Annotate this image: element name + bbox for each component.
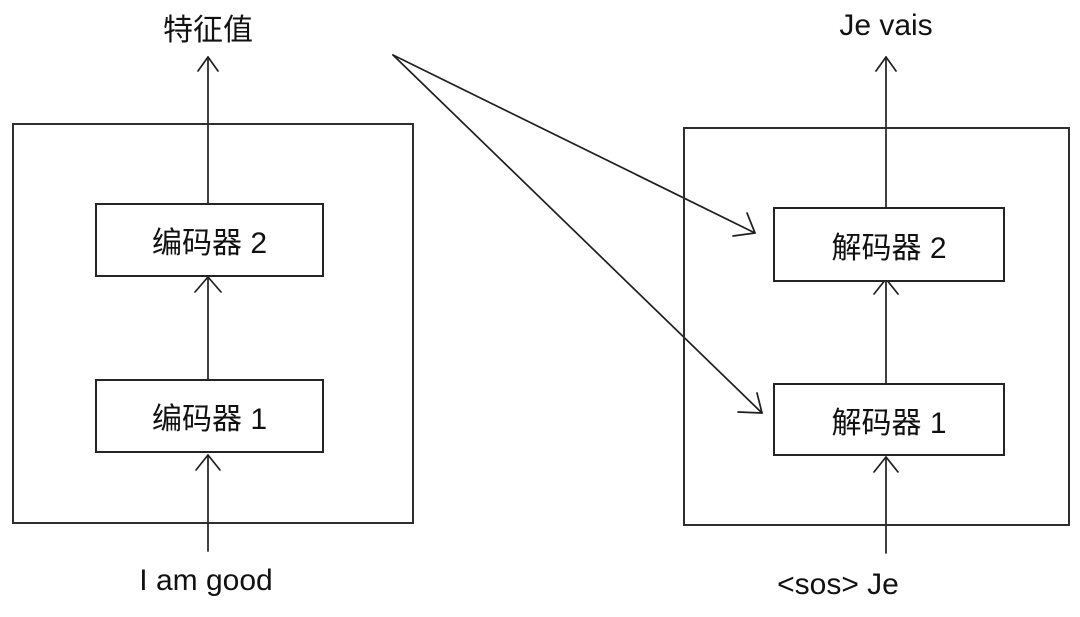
encoder-1-block: 编码器 1 (95, 379, 324, 453)
feature-to-decoder2-arrow-shaft (392, 54, 756, 234)
decoder-input-arrowhead (873, 456, 899, 473)
decoder-2-label: 解码器 2 (831, 231, 947, 265)
encoder-1-label: 编码器 1 (151, 403, 268, 436)
encoder-input-arrowhead (195, 454, 221, 471)
decoder-group-box (683, 127, 1070, 526)
encoder-output-arrowhead (197, 56, 219, 72)
encoder1-to-encoder2-arrowhead (194, 276, 222, 293)
decoder-1-label: 解码器 1 (831, 406, 947, 440)
feature-output-label: 特征值 (163, 14, 253, 47)
decoder-input-label: <sos> Je (777, 568, 899, 601)
encoder-2-block: 编码器 2 (95, 203, 324, 277)
feature-to-decoder1-arrow-shaft (392, 54, 763, 414)
encoder-group-box (12, 123, 414, 524)
feature-to-decoder2-arrowhead (732, 212, 756, 237)
encoder-input-label: I am good (139, 564, 273, 597)
decoder-1-block: 解码器 1 (773, 383, 1005, 456)
decoder-2-block: 解码器 2 (773, 207, 1005, 282)
decoder-output-label: Je vais (839, 9, 933, 42)
feature-to-decoder1-arrowhead (737, 392, 763, 414)
decoder-output-arrowhead (875, 56, 897, 72)
encoder-2-label: 编码器 2 (151, 227, 268, 260)
